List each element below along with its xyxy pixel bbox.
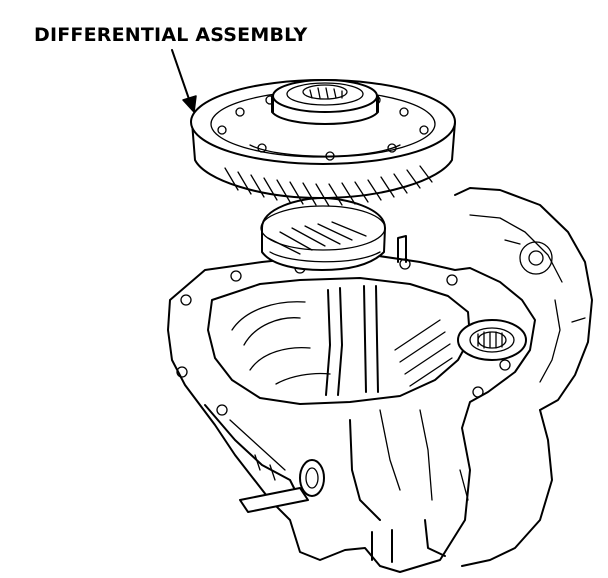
differential-assembly-label: DIFFERENTIAL ASSEMBLY (34, 24, 308, 46)
transmission-housing (167, 187, 593, 573)
label-leader-arrow (171, 49, 197, 113)
differential-assembly (190, 79, 456, 271)
